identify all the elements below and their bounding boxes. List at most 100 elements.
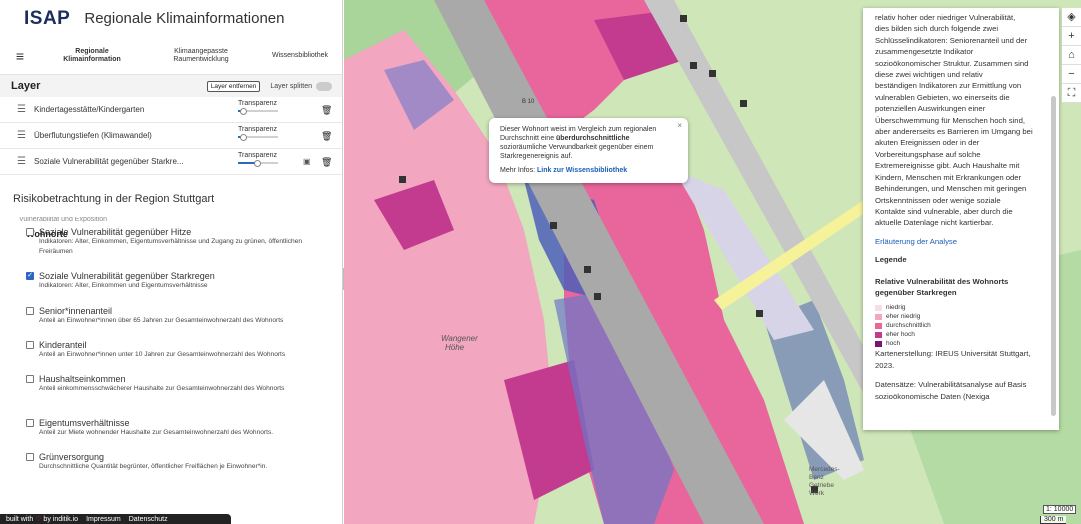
wohnorte-heading: Wohnorte (26, 229, 68, 239)
impressum-link[interactable]: Impressum (86, 515, 121, 523)
indicator-row[interactable]: Haushaltseinkommen (26, 374, 326, 384)
legend-class: niedrig (875, 303, 1047, 312)
layer-row: ☰ Soziale Vulnerabilität gegenüber Stark… (0, 149, 342, 175)
tab-klimaangepasste-raumentwicklung[interactable]: Klimaangepasste Raumentwicklung (144, 48, 258, 64)
legend-description-line: Kindern, Menschen mit Erkrankungen oder (875, 172, 1022, 182)
legend-class: hoch (875, 339, 1047, 348)
layer-row: ☰ Kindertagesstätte/Kindergarten Transpa… (0, 97, 342, 123)
drag-handle-icon[interactable]: ☰ (17, 130, 26, 141)
legend-heading: Legende (875, 255, 907, 265)
legend-description-line: sozioökonomischer Struktur. Zusammen sin… (875, 58, 1029, 68)
indicator-label: Soziale Vulnerabilität gegenüber Starkre… (39, 271, 215, 281)
scale-bar: 300 m (1040, 516, 1067, 524)
home-icon[interactable]: ⌂ (1062, 46, 1081, 65)
layer-name: Überflutungstiefen (Klimawandel) (34, 131, 152, 140)
datenschutz-link[interactable]: Datenschutz (128, 515, 168, 523)
legend-description-line: aktuelle Datenlage nicht kartierbar. (875, 218, 994, 228)
checkbox[interactable] (26, 419, 34, 427)
close-icon[interactable]: × (677, 121, 682, 130)
checkbox-checked[interactable]: ✓ (26, 272, 34, 280)
analysis-link[interactable]: Erläuterung der Analyse (875, 236, 958, 246)
transparency-slider[interactable] (238, 160, 283, 167)
legend-class: durchschnittlich (875, 321, 1047, 330)
indicator-label: Grünversorgung (39, 452, 105, 462)
fullscreen-icon[interactable]: ⛶ (1062, 84, 1081, 103)
isap-logo[interactable]: ISAP (24, 8, 70, 30)
scale-ratio: 1: 10000 (1043, 505, 1077, 514)
legend-description-line: Behinderungen, und Menschen mit geringen (875, 184, 1027, 194)
indicator-row[interactable]: Senior*innenanteil (26, 306, 326, 316)
legend-panel[interactable]: relativ hoher oder niedriger Vulnerabili… (863, 8, 1059, 430)
layer-list: ☰ Kindertagesstätte/Kindergarten Transpa… (0, 97, 342, 175)
sidebar: ISAP Regionale Klimainformationen ≡ Regi… (0, 0, 343, 524)
legend-description-line: Schlüsselindikatoren: Seniorenanteil und… (875, 35, 1028, 45)
transparency-control: Transparenz (238, 100, 283, 115)
legend-class: eher niedrig (875, 312, 1047, 321)
legend-description-line: diese zwei wichtigen und relativ (875, 70, 983, 80)
tab-label-line2: Raumentwicklung (173, 55, 229, 63)
trash-icon[interactable]: 🗑 (321, 105, 333, 115)
slider-knob[interactable] (240, 134, 247, 141)
legend-description-line: Ortskenntnissen oder wenige soziale (875, 195, 1001, 205)
zoom-in-icon[interactable]: + (1062, 27, 1081, 46)
checkbox[interactable] (26, 307, 34, 315)
app-title: Regionale Klimainformationen (84, 10, 285, 27)
tab-label-line1: Wissensbibliothek (271, 51, 329, 59)
legend-scrollbar[interactable] (1051, 16, 1056, 416)
legend-datasets: Datensätze: Vulnerabilitätsanalyse auf B… (875, 380, 1027, 401)
popup-more-info: Mehr Infos: Link zur Wissensbibliothek (500, 167, 628, 174)
checkbox[interactable] (26, 341, 34, 349)
remove-layers-button[interactable]: Layer entfernen (206, 80, 261, 92)
transparency-slider[interactable] (238, 108, 283, 115)
indicator-row[interactable]: Eigentumsverhältnisse (26, 418, 326, 428)
tab-label-line2: Klimainformation (63, 55, 121, 63)
zoom-out-icon[interactable]: − (1062, 65, 1081, 84)
inditik-link[interactable]: by inditik.io (43, 516, 79, 523)
trash-icon[interactable]: 🗑 (321, 157, 333, 167)
checkbox[interactable] (26, 453, 34, 461)
slider-knob[interactable] (240, 108, 247, 115)
legend-title: Relative Vulnerabilität des Wohnorts geg… (875, 276, 1009, 297)
layer-row: ☰ Überflutungstiefen (Klimawandel) Trans… (0, 123, 342, 149)
legend-description: relativ hoher oder niedriger Vulnerabili… (875, 12, 1047, 229)
drag-handle-icon[interactable]: ☰ (17, 156, 26, 167)
indicator-row[interactable]: ✓ Soziale Vulnerabilität gegenüber Starkr… (26, 271, 326, 281)
legend-info-icon[interactable]: ▣ (303, 157, 311, 166)
legend-swatch (875, 340, 882, 347)
trash-icon[interactable]: 🗑 (321, 131, 333, 141)
legend-description-line: zusammengesetzte Indikator (875, 47, 974, 57)
legend-description-line: akuten Ereignissen oder in der (875, 138, 980, 148)
indicator-label: Haushaltseinkommen (39, 374, 126, 384)
checkbox[interactable] (26, 228, 34, 236)
tab-regionale-klimainformation[interactable]: Regionale Klimainformation (40, 48, 144, 64)
footer-bar: built with ♡ by inditik.io Impressum Dat… (0, 514, 231, 524)
tab-wissensbibliothek[interactable]: Wissensbibliothek (258, 52, 342, 60)
transparency-label: Transparenz (238, 152, 278, 159)
layer-name: Soziale Vulnerabilität gegenüber Starkre… (34, 157, 184, 166)
drag-handle-icon[interactable]: ☰ (17, 104, 26, 115)
main-nav: ≡ Regionale Klimainformation Klimaangepa… (0, 37, 342, 75)
indicator-description: Anteil an Einwohner*innen unter 10 Jahre… (39, 351, 286, 358)
popup-text-line4: Starkregenereignis auf. (500, 153, 573, 160)
legend-credit: Kartenerstellung: IREUS Universität Stut… (875, 349, 1031, 370)
indicator-row[interactable]: Soziale Vulnerabilität gegenüber Hitze (26, 227, 326, 237)
indicator-description: Indikatoren: Alter, Einkommen, Eigentums… (39, 238, 303, 255)
split-layers-toggle[interactable] (316, 81, 332, 91)
tab-label-line1: Regionale (75, 47, 109, 55)
layers-icon[interactable]: ◈ (1062, 8, 1081, 27)
logo-text: ISAP (24, 7, 71, 29)
indicator-row[interactable]: Kinderanteil (26, 340, 326, 350)
slider-knob[interactable] (254, 160, 261, 167)
checkbox[interactable] (26, 375, 34, 383)
legend-swatch (875, 331, 882, 338)
wissensbibliothek-link[interactable]: Link zur Wissensbibliothek (536, 167, 628, 174)
indicator-row[interactable]: Grünversorgung (26, 452, 326, 462)
menu-icon[interactable]: ≡ (15, 47, 25, 64)
layer-name: Kindertagesstätte/Kindergarten (34, 105, 145, 114)
legend-description-line: Überschwemmung für Menschen hoch sind, (875, 115, 1025, 125)
indicator-description: Anteil an Einwohner*innen über 65 Jahren… (39, 317, 284, 324)
transparency-slider[interactable] (238, 134, 283, 141)
